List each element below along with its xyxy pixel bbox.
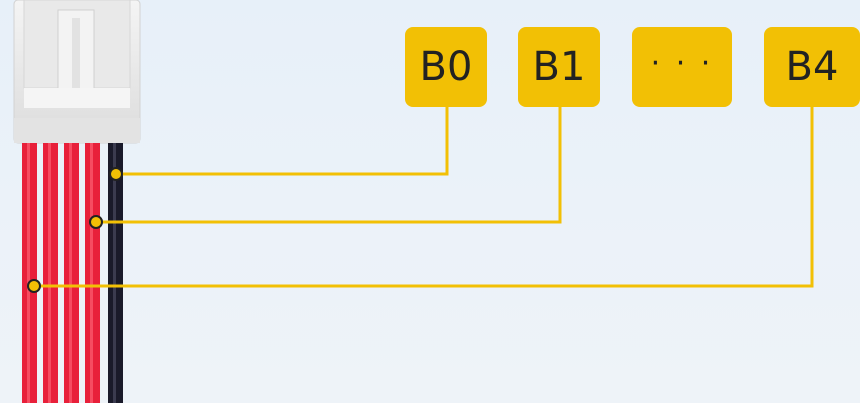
leader-line-b0 (116, 107, 449, 176)
label-b1: B1 (518, 27, 600, 107)
leader-lines (34, 107, 814, 288)
label-ellipsis: · · · (632, 27, 732, 107)
terminal-markers (27, 167, 123, 293)
leader-line-b1 (96, 107, 562, 224)
label-b4: B4 (764, 27, 860, 107)
wire-bundle (22, 143, 123, 403)
connector-housing (13, 0, 141, 144)
leader-line-b4 (34, 107, 814, 288)
terminal-marker-b0 (109, 167, 123, 181)
terminal-marker-b4 (27, 279, 41, 293)
terminal-marker-b1 (89, 215, 103, 229)
label-b0: B0 (405, 27, 487, 107)
